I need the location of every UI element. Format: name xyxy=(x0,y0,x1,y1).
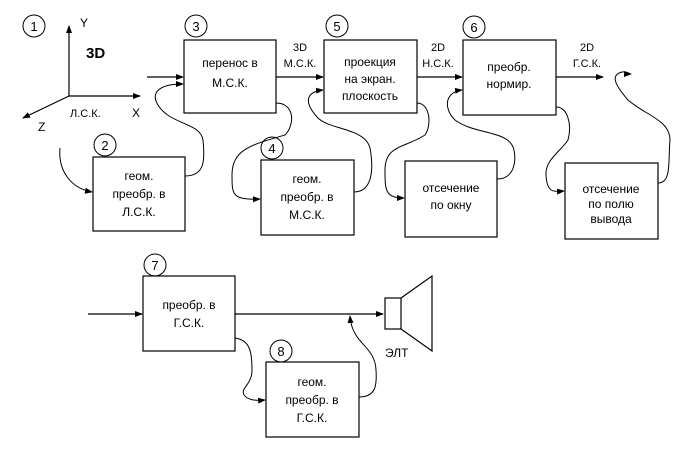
block-text: перенос в xyxy=(202,56,258,70)
step-number: 5 xyxy=(333,19,340,34)
loop-connector xyxy=(384,102,430,201)
block-text: Г.С.К. xyxy=(297,411,328,425)
step-number: 7 xyxy=(151,258,158,273)
block-box xyxy=(404,160,498,238)
block-geom-transform-lsk: 2 геом. преобр. в Л.С.К. xyxy=(92,133,186,232)
block-geom-transform-gsk: 8 геом. преобр. в Г.С.К. xyxy=(265,339,360,438)
block-text: на экран. xyxy=(344,72,395,86)
block-box xyxy=(260,159,355,236)
block-text: преобр. в xyxy=(112,187,165,201)
step-number: 6 xyxy=(470,20,477,35)
loop-connector xyxy=(446,87,516,180)
block-text: преобр. в xyxy=(162,298,215,312)
block-text: М.С.К. xyxy=(212,76,248,90)
block-text: отсечение xyxy=(583,182,640,196)
block-box xyxy=(183,39,277,114)
block-clip-window: отсечение по окну xyxy=(404,160,498,238)
block-text: М.С.К. xyxy=(289,208,325,222)
step-number: 2 xyxy=(101,138,108,153)
block-box xyxy=(142,275,236,352)
step-number: 1 xyxy=(30,19,37,34)
block-text: проекция xyxy=(344,55,396,69)
edge-coord-label: Н.С.К. xyxy=(422,58,453,70)
step-number: 3 xyxy=(192,19,199,34)
edge-coord-label: Г.С.К. xyxy=(573,58,601,70)
loop-connector xyxy=(347,315,377,398)
z-axis xyxy=(22,95,70,119)
block-text: геом. xyxy=(297,375,326,389)
block-text: плоскость xyxy=(342,89,398,103)
x-axis-label: X xyxy=(132,106,140,120)
block-clip-viewport: отсечение по полю вывода xyxy=(564,162,659,240)
block-text: преобр. в xyxy=(285,393,338,407)
output-device-label: ЭЛТ xyxy=(385,346,409,360)
coordinate-axes: 1 Y X Z 3D Л.С.К. xyxy=(22,14,141,134)
block-text: отсечение xyxy=(423,181,480,195)
loop-connector xyxy=(59,147,93,194)
step-number: 4 xyxy=(268,141,275,156)
loop-connector xyxy=(308,87,373,193)
block-projection: 5 проекция на экран. плоскость xyxy=(323,14,418,114)
block-transform-gsk: 7 преобр. в Г.С.К. xyxy=(142,253,236,352)
dimension-label: 3D xyxy=(86,45,105,62)
loop-connector xyxy=(154,81,205,177)
block-transfer-msk: 3 перенос в М.С.К. xyxy=(183,14,277,114)
step-number-circle xyxy=(22,14,46,38)
block-box xyxy=(564,162,659,240)
block-geom-transform-msk: 4 геом. преобр. в М.С.К. xyxy=(260,136,355,236)
block-normalization: 6 преобр. нормир. xyxy=(462,15,557,116)
loop-connector xyxy=(234,337,266,404)
edge-dim-label: 3D xyxy=(293,42,307,54)
edge-coord-label: М.С.К. xyxy=(284,58,317,70)
block-text: по окну xyxy=(430,198,471,212)
loop-connector xyxy=(614,70,671,184)
coord-system-label: Л.С.К. xyxy=(70,108,101,120)
block-text: вывода xyxy=(590,212,632,226)
block-text: геом. xyxy=(292,172,321,186)
block-box xyxy=(92,156,186,232)
block-text: по полю xyxy=(588,197,633,211)
z-axis-label: Z xyxy=(38,120,45,134)
loop-connector xyxy=(231,102,293,203)
block-box xyxy=(265,361,360,438)
edge-dim-label: 2D xyxy=(431,42,445,54)
block-text: преобр. xyxy=(487,60,530,74)
edge-dim-label: 2D xyxy=(580,42,594,54)
loop-connector xyxy=(545,106,570,195)
block-text: нормир. xyxy=(487,77,532,91)
y-axis-label: Y xyxy=(80,16,88,30)
block-text: Г.С.К. xyxy=(174,316,205,330)
crt-display-icon xyxy=(384,274,433,353)
block-text: преобр. в xyxy=(280,190,333,204)
block-text: Л.С.К. xyxy=(122,205,156,219)
step-number: 8 xyxy=(277,344,284,359)
block-text: геом. xyxy=(124,169,153,183)
